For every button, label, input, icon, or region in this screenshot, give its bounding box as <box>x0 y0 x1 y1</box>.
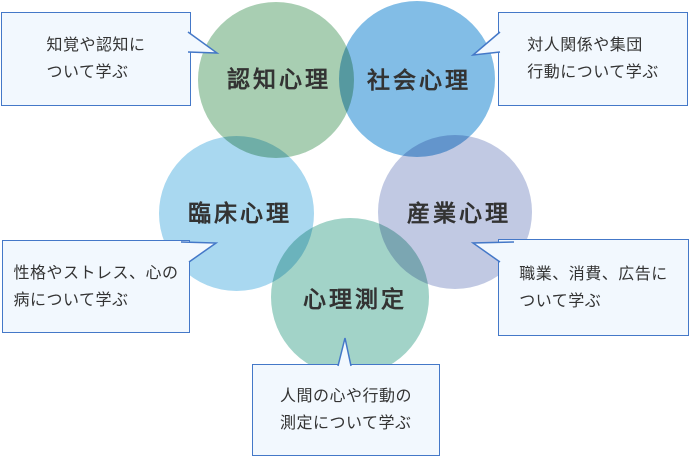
callout-social-psychology: 対人関係や集団 行動について学ぶ <box>498 12 688 106</box>
circle-social-psychology <box>339 1 495 157</box>
callout-text-line: 職業、消費、広告に <box>519 265 668 283</box>
callout-industrial-psychology: 職業、消費、広告に ついて学ぶ <box>498 239 689 336</box>
label-psychological-measurement: 心理測定 <box>303 286 407 312</box>
callout-text-line: 対人関係や集団 <box>527 37 643 54</box>
callout-text-line: ついて学ぶ <box>519 292 602 310</box>
callout-text-line: 行動について学ぶ <box>527 64 659 81</box>
callout-text-line: 人間の心や行動の <box>279 388 412 405</box>
callout-text-line: ついて学ぶ <box>46 64 129 81</box>
circle-cognitive-psychology <box>198 2 354 158</box>
callout-text-line: 測定について学ぶ <box>279 415 412 432</box>
label-clinical-psychology: 臨床心理 <box>188 200 292 226</box>
callout-clinical-psychology: 性格やストレス、心の 病について学ぶ <box>2 240 190 333</box>
label-cognitive-psychology: 認知心理 <box>227 66 331 92</box>
callout-text-line: 知覚や認知に <box>46 37 146 54</box>
callout-psychological-measurement: 人間の心や行動の 測定について学ぶ <box>252 364 440 456</box>
callout-cognitive-psychology: 知覚や認知に ついて学ぶ <box>1 12 191 106</box>
label-industrial-psychology: 産業心理 <box>407 200 511 226</box>
callout-text-line: 性格やストレス、心の <box>13 264 179 282</box>
callout-text-line: 病について学ぶ <box>13 291 129 309</box>
label-social-psychology: 社会心理 <box>367 67 471 93</box>
